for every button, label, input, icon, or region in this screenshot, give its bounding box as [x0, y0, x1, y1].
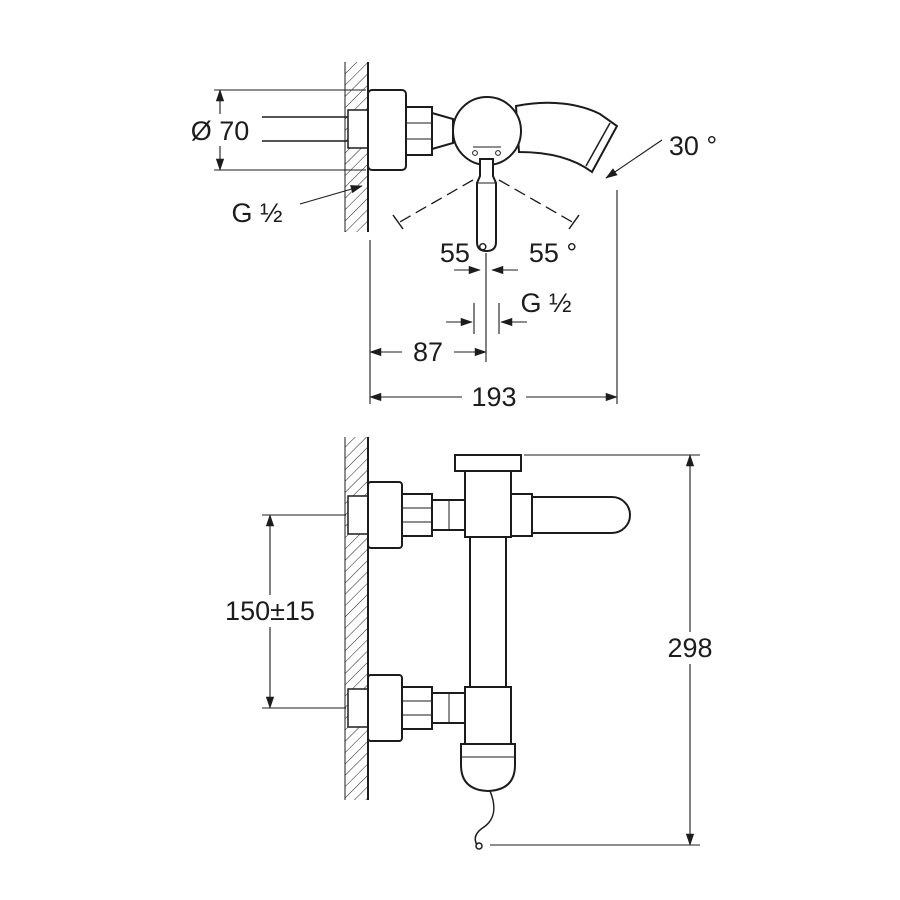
spout-angle-label: 30 °: [669, 131, 717, 161]
wall-hatch: [345, 437, 368, 800]
front-view: 150±15 298: [212, 437, 724, 850]
wall-escutcheon: [367, 89, 407, 171]
flange-diameter-label: Ø 70: [191, 116, 250, 146]
upper-union: [347, 481, 466, 549]
dim-298-label: 298: [667, 633, 712, 663]
handle-angle-right-label: 55 °: [529, 238, 577, 268]
body-tube: [469, 536, 507, 688]
dim-overall-height: 298: [490, 454, 724, 846]
handle-lever: [510, 493, 631, 537]
handle-angle-callouts: 55 ° 55 °: [440, 238, 577, 275]
wall-thread-label: G ½: [231, 198, 282, 228]
dim-wall-to-center: 87: [369, 240, 487, 404]
body-top-cap: [454, 454, 522, 472]
in-wall-fitting: [347, 109, 369, 149]
dim-flange-diameter: Ø 70: [180, 89, 366, 171]
spout-aerator-line: [585, 122, 611, 167]
top-view: Ø 70 G ½ 30 ° 55 ° 55 ° G ½ 87: [180, 62, 717, 413]
spout: [514, 101, 619, 174]
handle-angle-left-label: 55 °: [440, 238, 488, 268]
wall-supply-connection: [262, 109, 369, 149]
body-lower: [464, 686, 512, 745]
outlet-thread-dimension: G ½: [446, 288, 572, 327]
tub-spout-outlet: [460, 743, 516, 793]
diverter-pull: [474, 790, 495, 850]
dim-wall-to-spout: 193: [369, 190, 618, 413]
handle-lever: [476, 158, 497, 253]
dim-150-label: 150±15: [225, 596, 315, 626]
body-adapter: [431, 111, 454, 151]
dim-connection-distance: 150±15: [212, 514, 346, 709]
body-upper: [464, 470, 512, 538]
cartridge-detail: [472, 146, 501, 156]
wall-thread-callout: G ½: [231, 185, 363, 228]
union-nut: [405, 106, 433, 156]
outlet-thread-label: G ½: [520, 288, 571, 318]
spout-angle-callout: 30 °: [605, 131, 717, 179]
dim-193-label: 193: [471, 382, 516, 412]
lower-union: [347, 674, 466, 742]
handle-swing-range: [392, 179, 580, 230]
dim-87-label: 87: [413, 337, 443, 367]
mixer-body: [452, 96, 522, 166]
